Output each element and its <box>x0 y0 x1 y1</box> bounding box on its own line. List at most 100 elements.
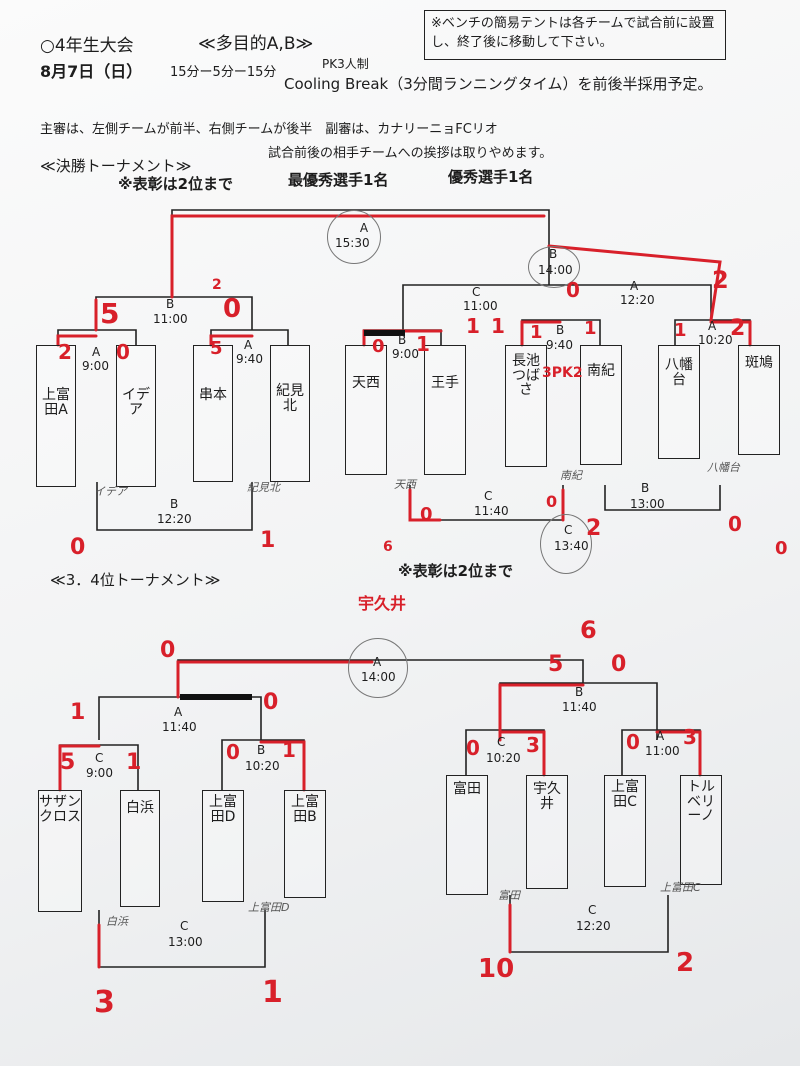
match-court: B <box>170 497 179 511</box>
match-court: A <box>92 345 101 359</box>
team-box: トルベリーノ <box>680 775 722 885</box>
score: 2 <box>712 266 729 294</box>
match-time: 9:40 <box>546 338 573 352</box>
event-title: ○4年生大会 <box>40 36 134 56</box>
handwritten-team-note: 白浜 <box>106 915 128 928</box>
team-name: 串本 <box>199 387 227 403</box>
handwritten-team-note: 上富田C <box>660 881 701 894</box>
match-court: C <box>95 751 104 765</box>
score: 1 <box>262 975 283 1010</box>
match-court: C <box>472 285 481 299</box>
team-name: 天西 <box>352 375 380 391</box>
score: 1 <box>674 320 687 341</box>
match-court: A <box>630 279 639 293</box>
score: 2 <box>58 340 72 364</box>
match-court: A <box>373 655 382 669</box>
score: 0 <box>226 740 240 764</box>
semifinal-circle <box>528 246 580 288</box>
team-box: イデア <box>116 345 156 487</box>
team-name: 宇久井 <box>533 781 561 812</box>
team-box: 串本 <box>193 345 233 482</box>
team-name: 上富田B <box>291 794 319 825</box>
match-court: A <box>174 705 183 719</box>
match-time: 11:00 <box>153 312 188 326</box>
team-name: 富田 <box>453 781 481 797</box>
match-court: B <box>257 743 266 757</box>
team-box: 上富田A <box>36 345 76 487</box>
score: 2 <box>586 516 602 541</box>
score: 5 <box>60 750 76 775</box>
team-name: 紀見北 <box>276 383 304 414</box>
match-time: 11:40 <box>162 720 197 734</box>
team-box: サザンクロス <box>38 790 82 912</box>
team-box: 上富田D <box>202 790 244 902</box>
score: 1 <box>282 738 296 762</box>
match-time: 9:00 <box>86 766 113 780</box>
final-match-circle <box>327 210 381 264</box>
score: 5 <box>210 338 223 359</box>
venue-subtitle: ≪多目的A,B≫ <box>198 34 314 54</box>
score: 0 <box>160 638 176 663</box>
match-time: 13:00 <box>168 935 203 949</box>
match-time: 11:40 <box>562 700 597 714</box>
team-box: 上富田B <box>284 790 326 898</box>
match-time: 9:00 <box>392 347 419 361</box>
event-date: 8月7日（日） <box>40 62 143 81</box>
score: 3 <box>683 725 697 749</box>
match-court: A <box>359 221 369 235</box>
score: 0 <box>263 690 279 715</box>
third-award-note: ※表彰は2位まで <box>398 562 514 580</box>
score: 3 <box>526 733 540 757</box>
match-time: 12:20 <box>157 512 192 526</box>
score: 1 <box>126 750 142 775</box>
match-time: 11:40 <box>474 504 509 518</box>
score: 0 <box>728 512 742 536</box>
score: 0 <box>775 538 788 559</box>
handwritten-team-note: 八幡台 <box>707 461 740 474</box>
score: 0 <box>420 504 433 525</box>
score: 1 <box>530 322 543 343</box>
team-name: 上富田D <box>209 794 237 825</box>
handwritten-team-note: 富田 <box>498 889 520 902</box>
score: 1 <box>491 314 505 338</box>
team-box: 南紀 <box>580 345 622 465</box>
excellent-player-label: 優秀選手1名 <box>448 168 534 186</box>
score: 5 <box>100 297 120 330</box>
score: 1 <box>70 700 86 725</box>
match-schedule: 15分ー5分ー15分 <box>170 65 277 80</box>
match-court: A <box>244 338 253 352</box>
match-time: 13:00 <box>630 497 665 511</box>
match-time: 10:20 <box>245 759 280 773</box>
match-time: 9:40 <box>236 352 263 366</box>
tent-notice: ※ベンチの簡易テントは各チームで試合前に設置し、終了後に移動して下さい。 <box>424 10 726 60</box>
match-time: 12:20 <box>576 919 611 933</box>
match-time: 10:20 <box>486 751 521 765</box>
score: 0 <box>546 492 558 511</box>
score: 1 <box>466 314 480 338</box>
score: 0 <box>626 730 640 754</box>
finals-heading: ≪決勝トーナメント≫ <box>40 157 192 175</box>
match-court: C <box>484 489 493 503</box>
score: 1 <box>584 318 597 339</box>
score: 1 <box>416 332 430 356</box>
score: 0 <box>566 278 580 302</box>
third-final-circle <box>348 638 408 698</box>
handwritten-team-note: 紀見北 <box>247 481 280 494</box>
team-box: 長池つばさ <box>505 345 547 467</box>
team-name: 王手 <box>431 375 459 391</box>
score: 0 <box>466 736 480 760</box>
team-box: 斑鳩 <box>738 345 780 455</box>
team-box: 富田 <box>446 775 488 895</box>
score: 3 <box>94 985 115 1020</box>
team-name: 上富田C <box>611 779 639 810</box>
handwritten-team-note: イデア <box>94 485 127 498</box>
team-box: 王手 <box>424 345 466 475</box>
score: 0 <box>70 535 86 560</box>
score: 0 <box>223 294 242 324</box>
winner-note: 宇久井 <box>358 594 407 613</box>
match-court: B <box>575 685 584 699</box>
team-name: 南紀 <box>587 363 615 379</box>
team-name: イデア <box>122 387 150 418</box>
score: 0 <box>611 652 627 677</box>
match-time: 9:00 <box>82 359 109 373</box>
